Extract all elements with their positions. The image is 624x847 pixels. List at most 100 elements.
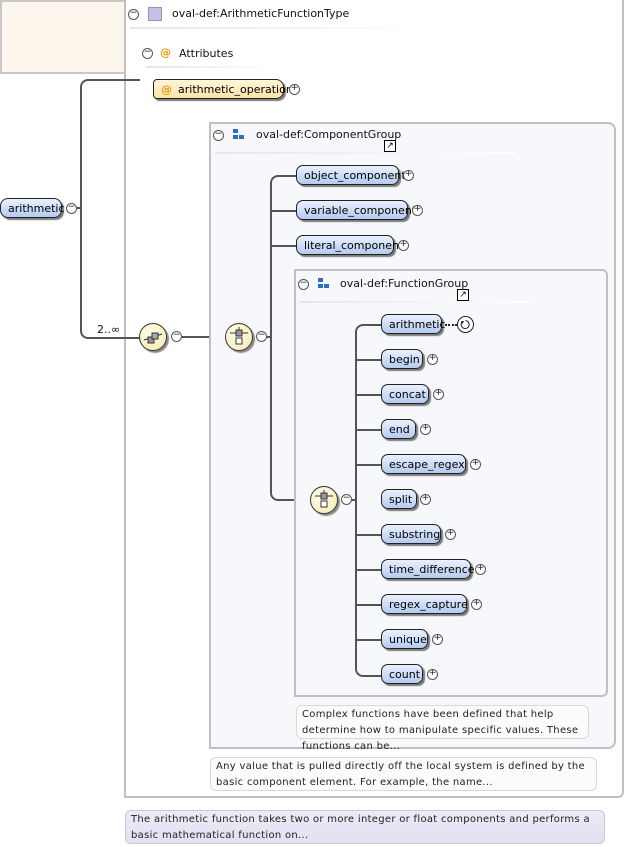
connector	[357, 429, 381, 431]
element-begin[interactable]: begin	[381, 349, 423, 369]
collapse-component-group-toggle[interactable]: −	[213, 130, 224, 141]
connector	[357, 534, 381, 536]
collapse-type-toggle[interactable]: −	[128, 9, 139, 20]
collapse-symbol: −	[214, 129, 223, 139]
element-regex-capture[interactable]: regex_capture	[381, 594, 468, 614]
expand-toggle[interactable]: +	[445, 529, 456, 540]
expand-toggle[interactable]: +	[420, 494, 431, 505]
connector	[357, 394, 381, 396]
element-label: time_difference	[389, 563, 475, 576]
element-concat[interactable]: concat	[381, 384, 429, 404]
expand-symbol: +	[399, 239, 408, 249]
expand-symbol: +	[434, 388, 443, 398]
collapse-choice-toggle[interactable]: −	[256, 331, 267, 342]
expand-toggle[interactable]: +	[471, 599, 482, 610]
connector	[352, 499, 357, 501]
expand-toggle[interactable]: +	[470, 459, 481, 470]
element-substring[interactable]: substring	[381, 524, 441, 544]
element-label: variable_component	[304, 204, 417, 217]
function-group-documentation: Complex functions have been defined that…	[296, 705, 589, 752]
collapse-symbol: −	[143, 47, 152, 57]
element-object-component[interactable]: object_component	[296, 165, 406, 185]
element-label: literal_component	[304, 239, 404, 252]
complex-type-icon	[148, 7, 162, 21]
attributes-at-icon: @	[160, 46, 171, 59]
collapse-function-group-toggle[interactable]: −	[298, 279, 309, 290]
element-split[interactable]: split	[381, 489, 417, 509]
occurrence-label: 2..∞	[97, 323, 121, 336]
expand-toggle[interactable]: +	[432, 634, 443, 645]
element-label: regex_capture	[389, 598, 468, 611]
expand-symbol: +	[413, 204, 422, 214]
collapse-symbol: −	[342, 493, 351, 503]
connector	[272, 245, 296, 247]
collapse-symbol: −	[67, 202, 76, 212]
goto-symbol: ↗	[386, 141, 394, 151]
component-group-label: oval-def:ComponentGroup	[256, 128, 402, 141]
connector	[357, 639, 381, 641]
connector	[270, 336, 312, 501]
expand-toggle[interactable]: +	[427, 669, 438, 680]
connector	[357, 604, 381, 606]
expand-symbol: +	[290, 83, 299, 93]
choice-compositor-icon[interactable]	[225, 323, 253, 351]
element-label: arithmetic	[389, 318, 446, 331]
complex-type-label: oval-def:ArithmeticFunctionType	[172, 7, 350, 20]
connector	[267, 336, 272, 338]
goto-component-group-icon[interactable]: ↗	[384, 140, 396, 152]
connector	[270, 175, 298, 338]
expand-toggle[interactable]: +	[398, 240, 409, 251]
element-label: object_component	[304, 169, 406, 182]
documentation-text: Any value that is pulled directly off th…	[216, 761, 585, 788]
type-header-rule	[130, 27, 430, 29]
collapse-symbol: −	[257, 330, 266, 340]
element-variable-component[interactable]: variable_component	[296, 200, 416, 220]
element-label: split	[389, 493, 413, 506]
collapse-symbol: −	[299, 278, 308, 288]
collapse-symbol: −	[129, 8, 138, 18]
expand-toggle[interactable]: +	[412, 205, 423, 216]
expand-toggle[interactable]: +	[475, 564, 486, 575]
element-arithmetic-root[interactable]: arithmetic	[0, 198, 65, 218]
collapse-sequence-toggle[interactable]: −	[171, 331, 182, 342]
expand-symbol: +	[472, 598, 481, 608]
attributes-header-rule	[146, 66, 276, 68]
element-end[interactable]: end	[381, 419, 416, 439]
function-group-frame	[294, 269, 608, 697]
expand-symbol: +	[433, 633, 442, 643]
element-arithmetic-recursive[interactable]: arithmetic	[381, 314, 446, 334]
collapse-choice-toggle[interactable]: −	[341, 494, 352, 505]
attribute-label: arithmetic_operation	[178, 83, 293, 96]
connector	[357, 569, 381, 571]
attributes-header: Attributes	[179, 47, 234, 60]
connector	[357, 359, 381, 361]
element-escape-regex[interactable]: escape_regex	[381, 454, 466, 474]
function-group-header-rule	[300, 301, 530, 303]
element-label: substring	[389, 528, 441, 541]
element-unique[interactable]: unique	[381, 629, 428, 649]
attribute-arithmetic-operation[interactable]: @ arithmetic_operation	[153, 79, 293, 99]
expand-symbol: +	[421, 493, 430, 503]
documentation-text: The arithmetic function takes two or mor…	[131, 814, 590, 841]
recursion-icon[interactable]	[457, 316, 474, 333]
element-literal-component[interactable]: literal_component	[296, 235, 403, 255]
expand-symbol: +	[446, 528, 455, 538]
element-count[interactable]: count	[381, 664, 423, 684]
expand-toggle[interactable]: +	[403, 170, 414, 181]
expand-toggle[interactable]: +	[433, 389, 444, 400]
goto-function-group-icon[interactable]: ↗	[457, 289, 469, 301]
choice-compositor-icon[interactable]	[310, 486, 338, 514]
component-group-documentation: Any value that is pulled directly off th…	[210, 757, 597, 791]
expand-toggle[interactable]: +	[427, 354, 438, 365]
group-icon	[318, 278, 330, 288]
collapse-attributes-toggle[interactable]: −	[142, 48, 153, 59]
expand-attribute-toggle[interactable]: +	[289, 84, 300, 95]
expand-toggle[interactable]: +	[420, 424, 431, 435]
element-time-difference[interactable]: time_difference	[381, 559, 475, 579]
sequence-compositor-icon[interactable]	[139, 323, 167, 351]
attribute-at-icon: @	[161, 83, 172, 96]
connector	[355, 499, 383, 677]
element-label: concat	[389, 388, 426, 401]
function-group-label: oval-def:FunctionGroup	[340, 277, 469, 290]
expand-symbol: +	[428, 668, 437, 678]
